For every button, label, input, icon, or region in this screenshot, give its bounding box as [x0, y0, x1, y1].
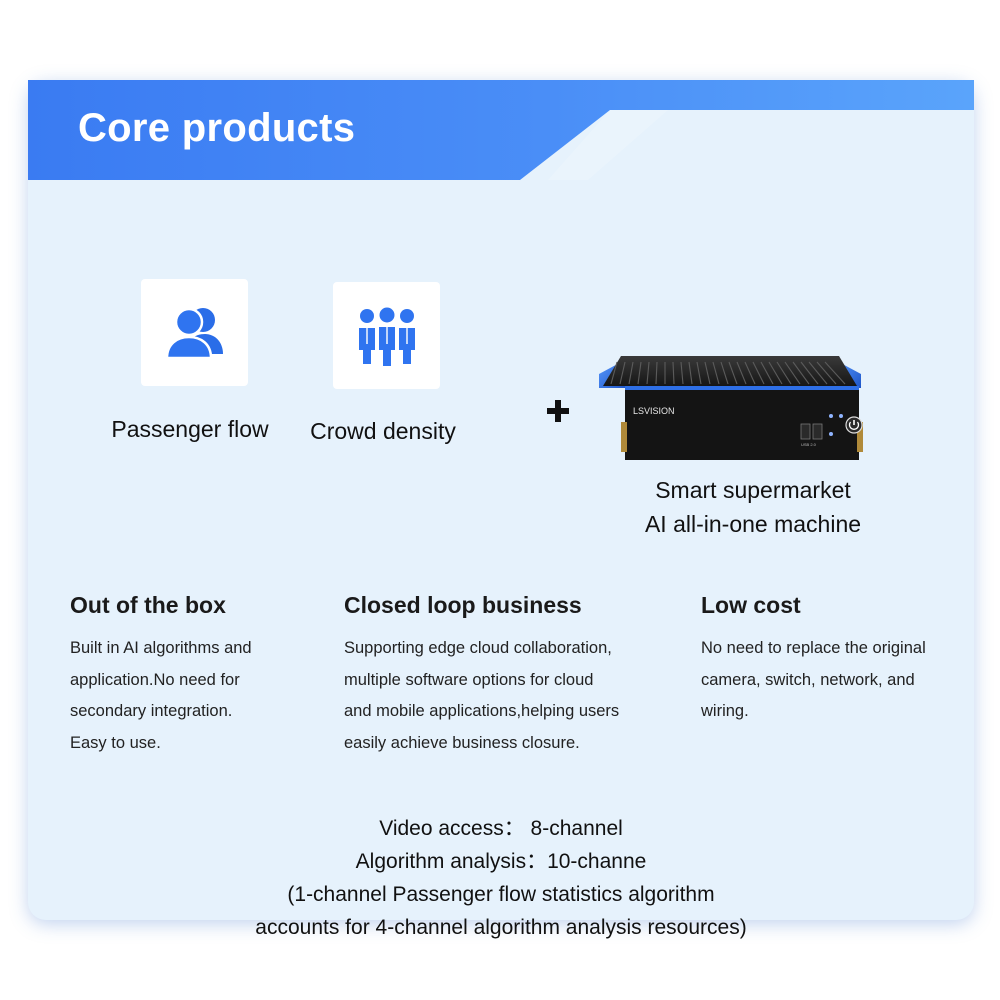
feature-title: Out of the box — [70, 592, 226, 618]
core-products-card: Core products Passenger flow Crowd — [28, 80, 974, 939]
device-brand: LSVISION — [633, 406, 675, 416]
passenger-flow-label: Passenger flow — [111, 416, 269, 442]
feature-text-line: Supporting edge cloud collaboration, — [344, 639, 612, 657]
device-name: Smart supermarket AI all-in-one machine — [588, 473, 918, 541]
header-shape — [28, 80, 974, 260]
spec-algorithm-analysis: Algorithm analysis：10-channe — [355, 850, 647, 873]
user-group-icon — [165, 307, 223, 359]
spec-video-access: Video access： 8-channel — [379, 817, 623, 840]
plus-icon — [547, 400, 569, 422]
passenger-flow-tile — [141, 279, 248, 386]
feature-title: Closed loop business — [344, 592, 582, 618]
usb-label: USB 2.0 — [801, 442, 817, 447]
spec-note-line-1: (1-channel Passenger flow statistics alg… — [287, 883, 715, 906]
feature-text-line: camera, switch, network, and — [701, 670, 915, 689]
spec-block: Video access： 8-channel Algorithm analys… — [28, 812, 974, 944]
feature-text-line: Easy to use. — [70, 733, 161, 752]
device-image: LSVISION USB 2.0 — [599, 356, 863, 460]
crowd-density-label: Crowd density — [310, 418, 456, 444]
feature-text-line: No need to replace the original — [701, 639, 926, 657]
crowd-density-tile — [333, 282, 440, 389]
device-name-line-2: AI all-in-one machine — [644, 511, 862, 537]
feature-text-line: Built in AI algorithms and — [70, 639, 252, 657]
feature-text-line: application.No need for — [70, 670, 240, 689]
feature-title: Low cost — [701, 592, 801, 618]
feature-text-line: wiring. — [701, 702, 749, 720]
feature-text-line: secondary integration. — [70, 702, 233, 720]
feature-text-line: easily achieve business closure. — [344, 733, 580, 752]
feature-out-of-the-box: Out of the box Built in AI algorithms an… — [70, 592, 252, 759]
feature-text-line: and mobile applications,helping users — [344, 702, 620, 720]
feature-text-line: multiple software options for cloud — [344, 670, 594, 689]
device-name-line-1: Smart supermarket — [655, 477, 851, 503]
page-title: Core products — [78, 106, 356, 150]
crowd-icon — [358, 307, 415, 366]
spec-note-line-2: accounts for 4-channel algorithm analysi… — [255, 916, 747, 939]
feature-low-cost: Low cost No need to replace the original… — [701, 592, 926, 728]
header-band: Core products — [28, 80, 974, 260]
feature-closed-loop-business: Closed loop business Supporting edge clo… — [344, 592, 619, 759]
